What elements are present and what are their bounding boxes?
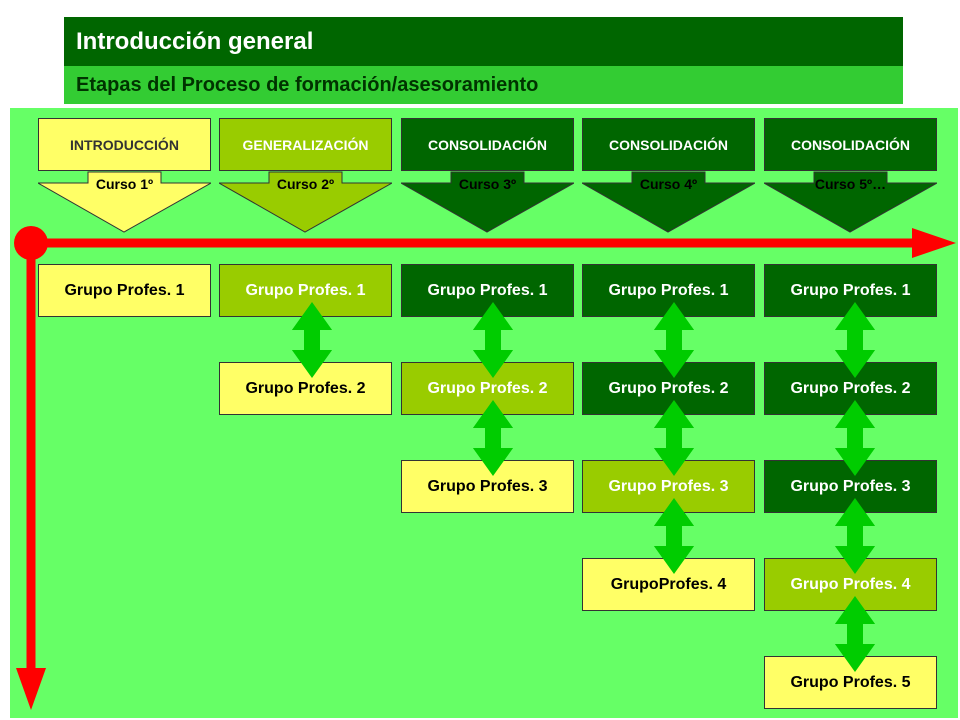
group-box-c5-r3: Grupo Profes. 3 (764, 460, 937, 513)
stage-3-curso: Curso 3º (458, 176, 517, 192)
group-box-c4-r2: Grupo Profes. 2 (582, 362, 755, 415)
group-box-c3-r3: Grupo Profes. 3 (401, 460, 574, 513)
group-box-c5-r2: Grupo Profes. 2 (764, 362, 937, 415)
stage-1-curso: Curso 1º (95, 176, 154, 192)
stage-4-curso: Curso 4º (639, 176, 698, 192)
group-box-c4-r3: Grupo Profes. 3 (582, 460, 755, 513)
group-box-c4-r4: GrupoProfes. 4 (582, 558, 755, 611)
stage-3-funnel (401, 171, 574, 233)
stage-4-label: CONSOLIDACIÓN (582, 118, 755, 171)
stage-5-curso: Curso 5º… (814, 176, 887, 192)
group-box-c1-r1: Grupo Profes. 1 (38, 264, 211, 317)
stage-2-funnel (219, 171, 392, 233)
group-box-c5-r1: Grupo Profes. 1 (764, 264, 937, 317)
group-box-c5-r4: Grupo Profes. 4 (764, 558, 937, 611)
group-box-c4-r1: Grupo Profes. 1 (582, 264, 755, 317)
group-box-c3-r1: Grupo Profes. 1 (401, 264, 574, 317)
time-axis-horizontal (30, 228, 956, 258)
stage-3-label: CONSOLIDACIÓN (401, 118, 574, 171)
stage-2-label: GENERALIZACIÓN (219, 118, 392, 171)
stage-4-funnel (582, 171, 755, 233)
group-box-c2-r1: Grupo Profes. 1 (219, 264, 392, 317)
axis-origin-dot (14, 226, 48, 260)
page-subtitle: Etapas del Proceso de formación/asesoram… (64, 66, 903, 104)
stage-2-curso: Curso 2º (276, 176, 335, 192)
stage-1-funnel (38, 171, 211, 233)
stage-1-label: INTRODUCCIÓN (38, 118, 211, 171)
group-box-c5-r5: Grupo Profes. 5 (764, 656, 937, 709)
stage-5-funnel (764, 171, 937, 233)
groups-axis-vertical (16, 243, 46, 710)
group-box-c3-r2: Grupo Profes. 2 (401, 362, 574, 415)
group-box-c2-r2: Grupo Profes. 2 (219, 362, 392, 415)
page-title: Introducción general (64, 17, 903, 66)
stage-5-label: CONSOLIDACIÓN (764, 118, 937, 171)
